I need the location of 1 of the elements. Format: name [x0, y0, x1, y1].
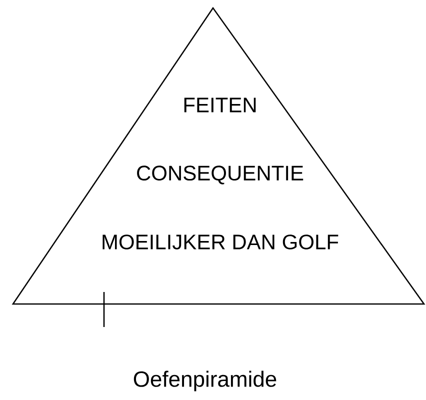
caption: Oefenpiramide	[134, 370, 276, 392]
